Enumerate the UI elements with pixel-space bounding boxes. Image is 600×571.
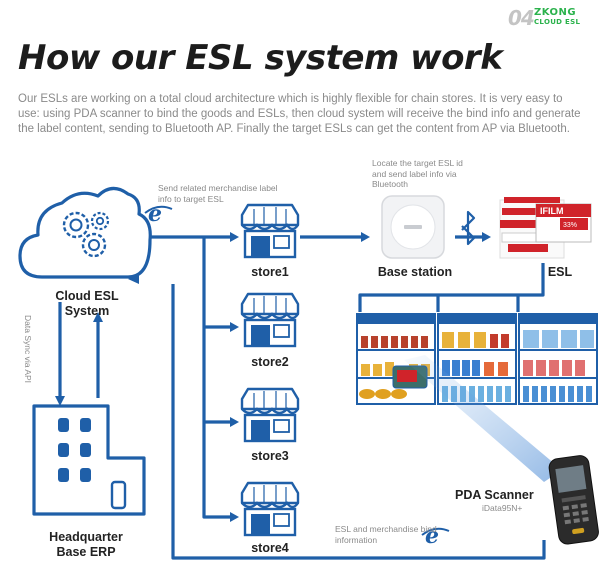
- router-icon: [381, 195, 445, 259]
- brand-logo: ZKONG: [534, 7, 577, 18]
- esl-label: ESL: [547, 265, 573, 279]
- store-label: store4: [251, 541, 289, 555]
- svg-text:33%: 33%: [563, 222, 577, 229]
- bluetooth-icon: [461, 210, 476, 246]
- store-label: store3: [251, 449, 289, 463]
- store-icon: [240, 203, 300, 259]
- page-badge: 04 ZKONG CLOUD ESL: [508, 4, 588, 30]
- pda-scanner-icon: [548, 455, 599, 545]
- connector-lines: [58, 235, 546, 560]
- store-icon: [240, 292, 300, 348]
- shelf-icon: [518, 313, 598, 405]
- cloud-gears-icon: [18, 186, 152, 279]
- store-icon: [240, 481, 300, 537]
- data-sync-note: Data Sync via API: [23, 315, 33, 384]
- pda-model-label: iData95N+: [482, 503, 523, 513]
- intro-paragraph: Our ESLs are working on a total cloud ar…: [18, 93, 581, 135]
- store-label: store1: [251, 265, 289, 279]
- scan-beam: [404, 355, 562, 482]
- base-station-label: Base station: [377, 265, 453, 279]
- bind-info-note: ESL and merchandise bind information: [335, 524, 437, 545]
- arrowheads: [55, 232, 491, 522]
- esl-tags-icon: IFILM 33%: [499, 197, 592, 259]
- pda-scanner-label: PDA Scanner: [455, 488, 534, 502]
- building-icon: [32, 404, 146, 516]
- store-icon: [240, 387, 300, 443]
- svg-text:IFILM: IFILM: [540, 206, 564, 216]
- ie-browser-icon: e: [144, 201, 173, 227]
- page-title: How our ESL system work: [18, 38, 503, 78]
- page-number: 04: [508, 6, 535, 30]
- locate-esl-note: Locate the target ESL id and send label …: [372, 158, 463, 189]
- ie-browser-icon: e: [421, 523, 450, 549]
- send-merchandise-note: Send related merchandise label info to t…: [158, 183, 278, 204]
- store-label: store2: [251, 355, 289, 369]
- svg-text:e: e: [148, 201, 162, 227]
- brand-subtitle: CLOUD ESL: [534, 18, 581, 26]
